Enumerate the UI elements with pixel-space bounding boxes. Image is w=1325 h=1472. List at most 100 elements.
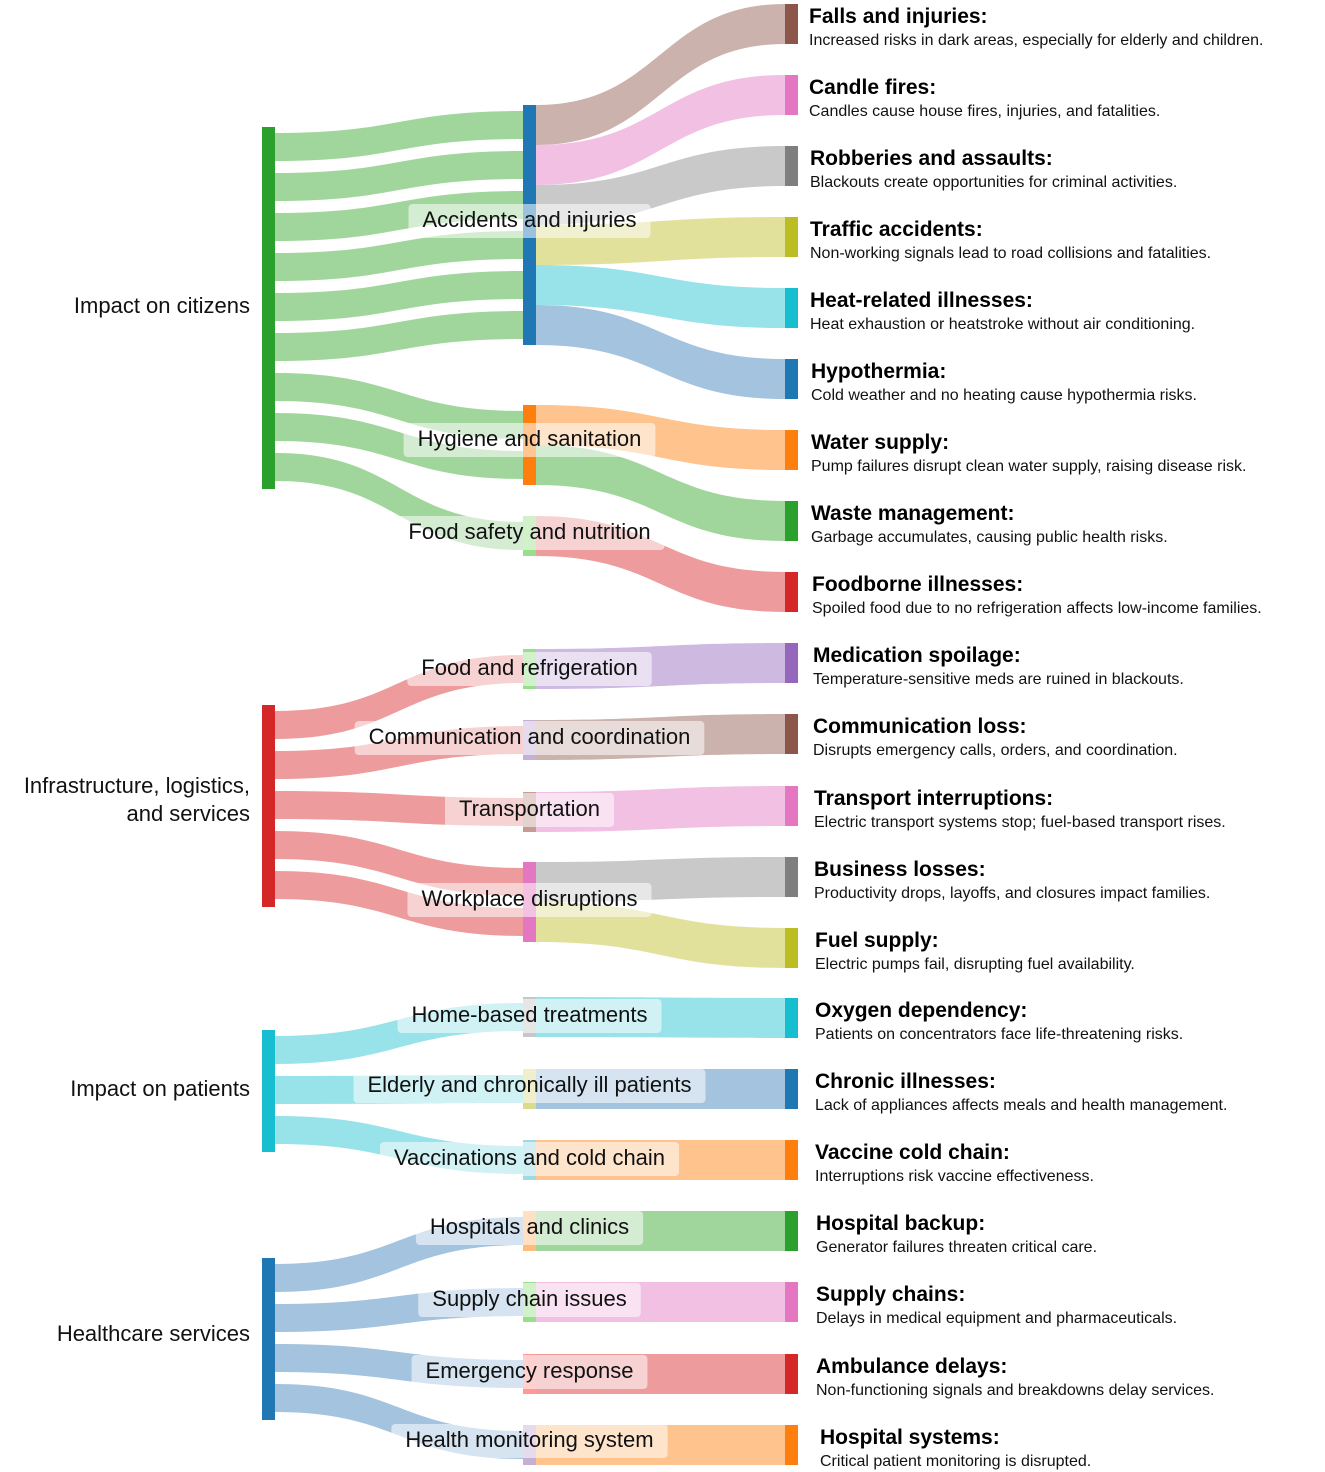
level3-title: Falls and injuries: [809, 5, 988, 28]
level2-label-box [403, 423, 656, 457]
node-supply-chains [785, 1282, 798, 1322]
level3-description: Non-functioning signals and breakdowns d… [816, 1382, 1214, 1399]
level3-title: Medication spoilage: [813, 644, 1021, 667]
level2-label: Food and refrigeration [421, 655, 637, 680]
level2-label: Communication and coordination [369, 724, 691, 749]
level2-label: Health monitoring system [405, 1427, 653, 1452]
flow-link-impact-on-citizens-accidents-and-injuries [275, 231, 523, 281]
level2-label-box [379, 1142, 680, 1176]
level2-label-box [394, 516, 665, 550]
level3-title: Hospital backup: [816, 1212, 985, 1235]
node-robberies-and-assaults [785, 146, 798, 186]
level3-title: Supply chains: [816, 1283, 965, 1306]
level1-label: Impact on citizens [74, 293, 250, 318]
flow-link-workplace-disruptions-to-fuel-supply [536, 902, 785, 968]
level2-label-box [418, 1283, 641, 1317]
flow-link-hygiene-and-sanitation-to-waste-management [536, 445, 785, 541]
node-infrastructure-logistics-and-services [262, 705, 275, 907]
level3-title: Fuel supply: [815, 929, 939, 952]
flow-link-infrastructure-logistics-workplace-disruptions [275, 831, 523, 896]
level3-description: Cold weather and no heating cause hypoth… [811, 387, 1197, 404]
level3-title: Oxygen dependency: [815, 999, 1027, 1022]
flow-link-impact-on-citizens-hygiene-and-sanitation [275, 373, 523, 439]
level3-title: Business losses: [814, 858, 986, 881]
level3-description: Blackouts create opportunities for crimi… [810, 174, 1177, 191]
level3-description: Patients on concentrators face life-thre… [815, 1026, 1183, 1043]
level2-label: Transportation [459, 796, 600, 821]
level3-description: Non-working signals lead to road collisi… [810, 245, 1211, 262]
level2-label-box [354, 721, 705, 755]
node-healthcare-services [262, 1258, 275, 1420]
level3-description: Disrupts emergency calls, orders, and co… [813, 742, 1178, 759]
level3-description: Electric pumps fail, disrupting fuel ava… [815, 956, 1135, 973]
level2-label: Elderly and chronically ill patients [367, 1072, 691, 1097]
node-oxygen-dependency [785, 998, 798, 1038]
node-hospital-backup [785, 1211, 798, 1251]
level3-description: Electric transport systems stop; fuel-ba… [814, 814, 1226, 831]
node-vaccine-cold-chain [785, 1140, 798, 1180]
flow-link-impact-on-citizens-accidents-and-injuries [275, 311, 523, 361]
level2-label-box [397, 999, 662, 1033]
level1-label-line1: Infrastructure, logistics, [24, 773, 250, 798]
level2-label: Supply chain issues [432, 1286, 626, 1311]
flow-link-accidents-and-injuries-to-heat-related-illnesses [536, 265, 785, 328]
flow-link-accidents-and-injuries-to-hypothermia [536, 305, 785, 399]
label-backgrounds [353, 204, 706, 1458]
node-ambulance-delays [785, 1354, 798, 1394]
level2-label-box [411, 1355, 648, 1389]
level3-description: Generator failures threaten critical car… [816, 1239, 1097, 1256]
level3-description: Spoiled food due to no refrigeration aff… [812, 600, 1262, 617]
level3-description: Candles cause house fires, injuries, and… [809, 103, 1160, 120]
node-transport-interruptions [785, 786, 798, 826]
flow-link-hygiene-and-sanitation-to-water-supply [536, 405, 785, 470]
level3-description: Increased risks in dark areas, especiall… [809, 32, 1263, 49]
level3-title: Transport interruptions: [814, 787, 1053, 810]
level3-description: Heat exhaustion or heatstroke without ai… [810, 316, 1195, 333]
level3-title: Chronic illnesses: [815, 1070, 996, 1093]
node-medication-spoilage [785, 643, 798, 683]
level2-label: Accidents and injuries [422, 207, 636, 232]
node-foodborne-illnesses [785, 572, 798, 612]
links-level1-to-level2 [275, 111, 523, 1459]
level3-description: Lack of appliances affects meals and hea… [815, 1097, 1227, 1114]
level3-description: Interruptions risk vaccine effectiveness… [815, 1168, 1094, 1185]
level3-title: Ambulance delays: [816, 1355, 1007, 1378]
level3-title: Hypothermia: [811, 360, 946, 383]
flow-link-impact-on-citizens-accidents-and-injuries [275, 111, 523, 161]
level2-label: Hygiene and sanitation [418, 426, 642, 451]
level2-label: Food safety and nutrition [408, 519, 650, 544]
level3-title: Traffic accidents: [810, 218, 983, 241]
node-hypothermia [785, 359, 798, 399]
level1-label: Impact on patients [70, 1076, 250, 1101]
flow-link-accidents-and-injuries-to-falls-and-injuries [536, 4, 785, 145]
flow-link-impact-on-citizens-accidents-and-injuries [275, 151, 523, 201]
flow-link-infrastructure-logistics-workplace-disruptions [275, 871, 523, 936]
level3-description: Garbage accumulates, causing public heal… [811, 529, 1168, 546]
node-business-losses [785, 857, 798, 897]
level3-description: Productivity drops, layoffs, and closure… [814, 885, 1210, 902]
level3-title: Hospital systems: [820, 1426, 1000, 1449]
node-impact-on-patients [262, 1030, 275, 1152]
level2-label-box [408, 204, 651, 238]
level3-description: Temperature-sensitive meds are ruined in… [813, 671, 1184, 688]
flow-link-accidents-and-injuries-to-candle-fires [536, 75, 785, 185]
level3-title: Vaccine cold chain: [815, 1141, 1010, 1164]
level2-label: Vaccinations and cold chain [394, 1145, 665, 1170]
level1-label-line2: and services [126, 801, 250, 826]
node-traffic-accidents [785, 217, 798, 257]
level2-label-box [444, 793, 615, 827]
level2-label-box [407, 652, 652, 686]
node-candle-fires [785, 75, 798, 115]
flow-link-impact-on-citizens-hygiene-and-sanitation [275, 413, 523, 479]
level2-label-box [353, 1069, 706, 1103]
node-communication-loss [785, 714, 798, 754]
level2-label-box [391, 1424, 668, 1458]
level3-title: Candle fires: [809, 76, 936, 99]
level3-title: Heat-related illnesses: [810, 289, 1033, 312]
flow-link-impact-on-citizens-accidents-and-injuries [275, 271, 523, 321]
level2-label: Workplace disruptions [421, 886, 637, 911]
node-falls-and-injuries [785, 4, 798, 44]
level3-title: Communication loss: [813, 715, 1027, 738]
